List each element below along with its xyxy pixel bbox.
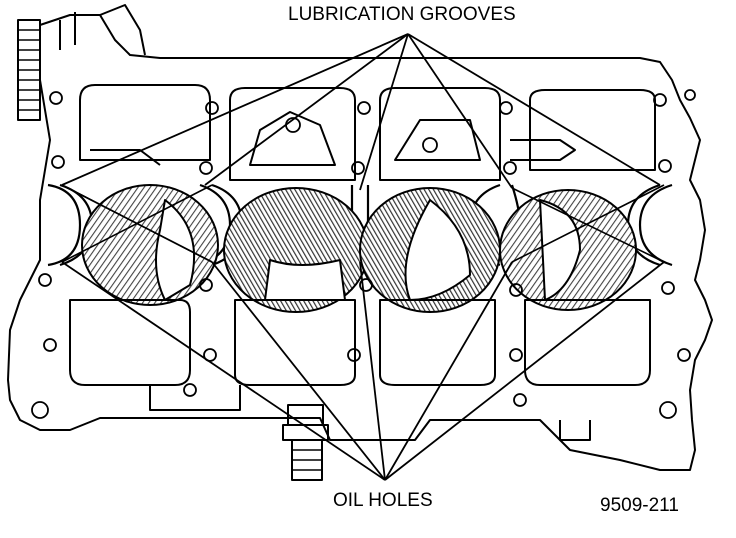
left-rib bbox=[17, 19, 41, 121]
oil-holes-label: OIL HOLES bbox=[333, 490, 433, 511]
lower-bay-3 bbox=[379, 299, 496, 386]
bolt-holes bbox=[31, 89, 696, 419]
lubrication-grooves-label: LUBRICATION GROOVES bbox=[288, 4, 516, 25]
block-outline bbox=[7, 14, 713, 471]
bay-1 bbox=[79, 84, 211, 161]
bay-3 bbox=[379, 87, 501, 181]
oil-hole-leaders bbox=[61, 261, 665, 481]
lubrication-groove-leaders bbox=[61, 33, 661, 191]
bay-2 bbox=[229, 87, 356, 181]
bay-4 bbox=[529, 89, 656, 171]
figure-code-label: 9509-211 bbox=[600, 495, 679, 516]
lower-bay-1 bbox=[69, 299, 191, 386]
lower-bay-4 bbox=[524, 299, 651, 386]
cylinder-bore-1 bbox=[81, 184, 219, 306]
